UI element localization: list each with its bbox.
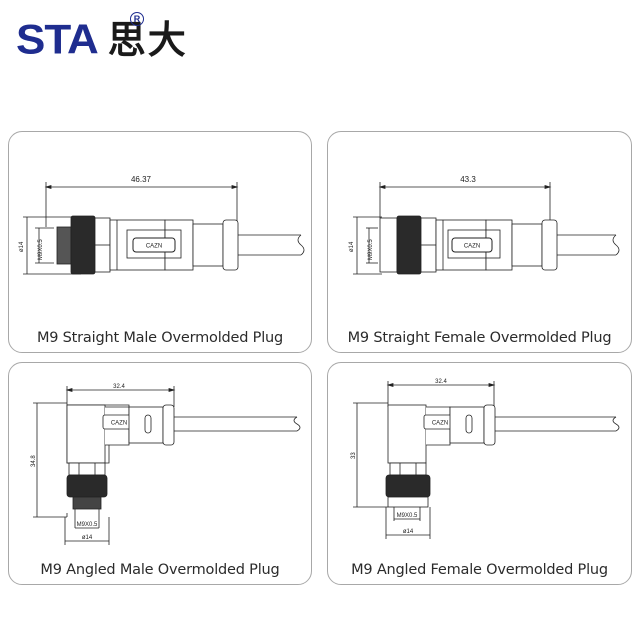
brand-marking: CAZN [432, 421, 448, 427]
brand-marking: CAZN [464, 244, 480, 250]
brand-logo: STA R 思大 [16, 12, 188, 63]
diameter-dimension: ø14 [19, 241, 25, 252]
height-dimension: 34.8 [31, 455, 37, 467]
product-caption: M9 Angled Male Overmolded Plug [40, 562, 280, 578]
diameter-dimension: ø14 [403, 529, 414, 535]
thread-dimension: M9X0.5 [397, 513, 418, 519]
product-card-angled-male: 32.4 34.8 M9X0.5 ø14 CAZN M9 Angled Male… [8, 362, 312, 585]
diameter-dimension: ø14 [349, 241, 355, 252]
height-dimension: 33 [351, 452, 357, 459]
thread-dimension: M9X0.5 [77, 522, 98, 528]
width-dimension: 32.4 [113, 384, 125, 390]
angled-female-drawing: 32.4 33 M9X0.5 ø14 CAZN [351, 379, 620, 539]
width-dimension: 32.4 [435, 379, 447, 385]
product-card-straight-male: 46.37 ø14 M9X0.5 CAZN M9 Straight Male O… [8, 131, 312, 353]
thread-dimension: M9X0.5 [38, 239, 44, 260]
logo-latin-text: STA [16, 16, 99, 63]
straight-male-drawing: 46.37 ø14 M9X0.5 CAZN [19, 175, 305, 275]
length-dimension: 43.3 [460, 175, 476, 184]
product-card-angled-female: 32.4 33 M9X0.5 ø14 CAZN M9 Angled Female… [327, 362, 632, 585]
length-dimension: 46.37 [131, 175, 152, 184]
diameter-dimension: ø14 [82, 535, 93, 541]
product-caption: M9 Straight Female Overmolded Plug [347, 330, 612, 346]
logo-chinese-text: 思大 [107, 18, 188, 62]
angled-male-drawing: 32.4 34.8 M9X0.5 ø14 CAZN [31, 384, 301, 545]
brand-marking: CAZN [111, 421, 127, 427]
product-caption: M9 Angled Female Overmolded Plug [351, 562, 608, 578]
straight-female-drawing: 43.3 ø14 M9X0.5 CAZN [349, 175, 620, 275]
product-card-straight-female: 43.3 ø14 M9X0.5 CAZN M9 Straight Female … [327, 131, 632, 353]
product-caption: M9 Straight Male Overmolded Plug [36, 330, 284, 346]
brand-marking: CAZN [146, 244, 162, 250]
registered-mark-icon: R [130, 12, 144, 26]
thread-dimension: M9X0.5 [368, 239, 374, 260]
